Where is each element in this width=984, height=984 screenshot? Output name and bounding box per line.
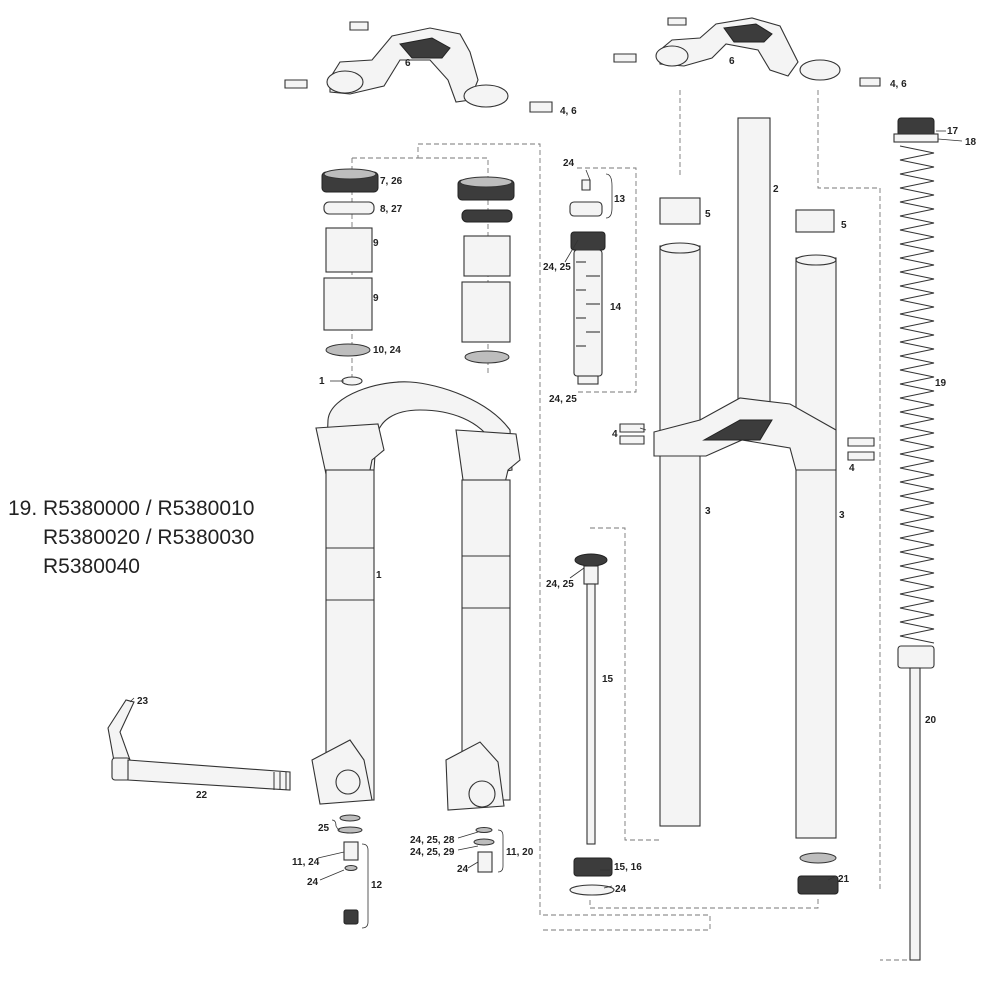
callout-label: 18 bbox=[965, 137, 977, 148]
callout-label: 24 bbox=[615, 884, 627, 895]
callout-label: 19 bbox=[935, 378, 947, 389]
callout-label: 5 bbox=[705, 209, 711, 220]
callout-label: 1 bbox=[319, 376, 325, 387]
callout-labels: 6 4, 6 6 4, 6 7, 26 8, 27 9 9 10, 24 1 1… bbox=[137, 56, 977, 895]
damper-cartridge bbox=[569, 179, 606, 385]
callout-label: 9 bbox=[373, 238, 379, 249]
callout-label: 8, 27 bbox=[380, 204, 403, 215]
seal-stack-right bbox=[457, 176, 515, 364]
callout-label: 15, 16 bbox=[614, 862, 642, 873]
callout-label: 10, 24 bbox=[373, 345, 401, 356]
callout-label: 3 bbox=[705, 506, 711, 517]
callout-label: 24 bbox=[457, 864, 469, 875]
callout-label: 11, 24 bbox=[292, 857, 320, 868]
crown-right bbox=[613, 17, 881, 87]
leader-lines bbox=[129, 130, 963, 929]
callout-label: 6 bbox=[729, 56, 735, 67]
callout-label: 24, 25 bbox=[546, 579, 574, 590]
seal-stack-left bbox=[321, 168, 379, 386]
callout-label: 24 bbox=[563, 158, 575, 169]
lower-legs bbox=[311, 381, 521, 811]
damper-shaft bbox=[569, 553, 615, 896]
callout-label: 1 bbox=[376, 570, 382, 581]
part-number-line: 19. R5380000 / R5380010 bbox=[8, 497, 255, 520]
callout-label: 3 bbox=[839, 510, 845, 521]
callout-label: 17 bbox=[947, 126, 959, 137]
callout-label: 24 bbox=[307, 877, 319, 888]
callout-label: 4, 6 bbox=[890, 79, 907, 90]
callout-label: 14 bbox=[610, 302, 622, 313]
callout-label: 24, 25 bbox=[549, 394, 577, 405]
callout-label: 4 bbox=[612, 429, 618, 440]
callout-label: 2 bbox=[773, 184, 779, 195]
callout-label: 23 bbox=[137, 696, 149, 707]
callout-label: 15 bbox=[602, 674, 614, 685]
callout-label: 13 bbox=[614, 194, 626, 205]
callout-label: 24, 25, 28 bbox=[410, 835, 455, 846]
callout-label: 25 bbox=[318, 823, 330, 834]
callout-label: 9 bbox=[373, 293, 379, 304]
callout-label: 20 bbox=[925, 715, 937, 726]
callout-label: 4, 6 bbox=[560, 106, 577, 117]
callout-label: 21 bbox=[838, 874, 850, 885]
callout-label: 11, 20 bbox=[506, 847, 534, 858]
assembly-guide-lines bbox=[351, 90, 915, 961]
callout-label: 12 bbox=[371, 880, 383, 891]
coil-spring-assembly bbox=[893, 117, 939, 961]
stanchions bbox=[619, 117, 875, 839]
callout-label: 7, 26 bbox=[380, 176, 403, 187]
callout-label: 22 bbox=[196, 790, 208, 801]
callout-label: 24, 25 bbox=[543, 262, 571, 273]
callout-label: 5 bbox=[841, 220, 847, 231]
part-number-note: 19. R5380000 / R5380010 R5380020 / R5380… bbox=[8, 494, 254, 581]
callout-label: 6 bbox=[405, 58, 411, 69]
callout-label: 24, 25, 29 bbox=[410, 847, 455, 858]
part-number-line: R5380020 / R5380030 bbox=[8, 526, 255, 549]
callout-label: 4 bbox=[849, 463, 855, 474]
part-number-line: R5380040 bbox=[8, 555, 140, 578]
axle-and-foot-parts bbox=[107, 699, 839, 925]
crown-left bbox=[284, 21, 553, 113]
